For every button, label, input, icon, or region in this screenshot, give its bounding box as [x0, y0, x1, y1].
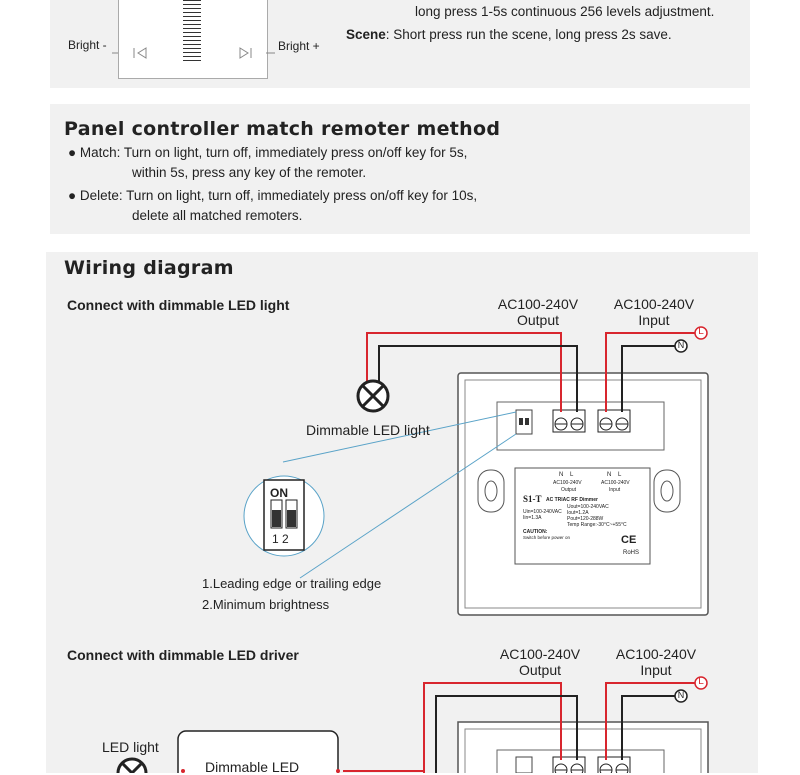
- card-in-v: AC100-240V: [601, 480, 630, 486]
- wire-input-neutral-1: [621, 345, 676, 412]
- brightness-scale: [183, 0, 201, 62]
- section1-input-label: Input: [638, 312, 670, 328]
- card-n2: N: [607, 472, 612, 478]
- wire-output-neutral-1: [378, 345, 578, 412]
- lamp-icon-1: [356, 379, 390, 413]
- zoom-line-top: [282, 411, 517, 463]
- section1-output-voltage: AC100-240V: [497, 296, 579, 312]
- section1-live-letter: L: [698, 326, 704, 337]
- scene-text: : Short press run the scene, long press …: [385, 27, 672, 42]
- match-panel: [50, 104, 750, 234]
- section2-output-label: Output: [518, 662, 562, 678]
- input-terminals-2: [597, 756, 631, 773]
- card-spec3: Uout=100-240VAC: [567, 504, 609, 510]
- card-out-v: AC100-240V: [553, 480, 582, 486]
- neutral-terminal-marker-1: [674, 339, 688, 353]
- mount-hole-right-1: [653, 469, 681, 513]
- card-in: Input: [609, 487, 621, 493]
- card-spec2: Iin=1.3A: [523, 515, 542, 521]
- delete-line-1: ● Delete: Turn on light, turn off, immed…: [68, 188, 478, 203]
- dimmer-panel-inner-1: [464, 379, 702, 609]
- device-dip-switch-1: [515, 409, 533, 435]
- card-spec5: Pout=120-288W: [567, 516, 604, 522]
- card-caution: CAUTION:: [523, 529, 548, 535]
- match-title: Panel controller match remoter method: [64, 118, 501, 140]
- card-model: S1-T: [523, 494, 542, 504]
- section1-heading: Connect with dimmable LED light: [67, 297, 290, 313]
- section2-driver-label: Dimmable LED: [205, 759, 300, 775]
- wire-input-neutral-2: [621, 695, 676, 760]
- card-spec4: Iout=1.2A: [567, 510, 589, 516]
- card-n: N: [559, 472, 564, 478]
- bright-arrows: [112, 47, 275, 59]
- card-l2: L: [618, 472, 622, 478]
- section2-live-letter: L: [698, 676, 704, 687]
- section1-output-label: Output: [516, 312, 560, 328]
- card-ce-mark: CE: [621, 534, 637, 546]
- device-label-card-1: [514, 467, 651, 565]
- card-rohs: RoHS: [623, 550, 640, 556]
- card-spec6: Temp Range:-30°C~+55°C: [567, 522, 627, 528]
- wire-output-live-2: [423, 682, 562, 773]
- section2-led-light-label: LED light: [102, 739, 159, 755]
- bright-minus-label: Bright -: [68, 38, 107, 52]
- label-card-text: N L N L AC100-240V Output AC100-240V Inp…: [515, 468, 650, 564]
- live-terminal-marker-1: [694, 326, 708, 340]
- wire-output-neutral-2: [435, 695, 578, 773]
- card-l: L: [570, 472, 574, 478]
- bright-plus-label: Bright +: [278, 39, 320, 53]
- input-terminals-1: [597, 409, 631, 433]
- section2-input-label: Input: [640, 662, 672, 678]
- card-caution-text: Switch before power on: [523, 535, 571, 540]
- mount-hole-left-1: [477, 469, 505, 513]
- card-name: AC TRIAC RF Dimmer: [546, 497, 598, 503]
- section2-output-voltage: AC100-240V: [499, 646, 581, 662]
- driver-box: [177, 730, 339, 773]
- match-line-1: ● Match: Turn on light, turn off, immedi…: [68, 145, 468, 160]
- neutral-terminal-marker-2: [674, 689, 688, 703]
- output-terminals-2: [552, 756, 586, 773]
- live-terminal-marker-2: [694, 676, 708, 690]
- section1-neutral-letter: N: [677, 340, 685, 350]
- section1-lamp-label: Dimmable LED light: [306, 422, 430, 438]
- adjust-text: long press 1-5s continuous 256 levels ad…: [415, 4, 715, 19]
- section1-input-voltage: AC100-240V: [613, 296, 695, 312]
- scene-line: Scene: Short press run the scene, long p…: [346, 27, 672, 42]
- section2-input-voltage: AC100-240V: [615, 646, 697, 662]
- lamp-icon-2: [116, 757, 148, 773]
- section2-heading: Connect with dimmable LED driver: [67, 647, 299, 663]
- wire-input-live-2: [605, 682, 696, 760]
- dip-number-label: 1 2: [272, 532, 289, 546]
- wire-input-live-1: [605, 332, 696, 412]
- wiring-title: Wiring diagram: [64, 257, 234, 279]
- card-spec1: Uin=100-240VAC: [523, 509, 562, 515]
- zoom-line-bottom: [299, 433, 517, 579]
- delete-line-2: delete all matched remoters.: [132, 208, 303, 223]
- output-terminals-1: [552, 409, 586, 433]
- dip-note-1: 1.Leading edge or trailing edge: [202, 576, 382, 591]
- match-line-2: within 5s, press any key of the remoter.: [132, 165, 367, 180]
- scene-label: Scene: [346, 27, 386, 42]
- card-out: Output: [561, 487, 577, 493]
- dip-note-2: 2.Minimum brightness: [202, 597, 330, 612]
- wire-output-live-1: [366, 332, 562, 412]
- dip-on-label: ON: [270, 486, 288, 500]
- section2-neutral-letter: N: [677, 690, 685, 700]
